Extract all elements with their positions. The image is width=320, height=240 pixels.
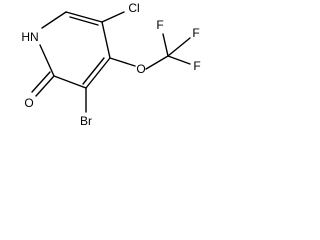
bond-c2-o-double: [31, 71, 51, 93]
bond-c5-c4: [101, 21, 111, 59]
atom-label-fluorine-top-right: F: [192, 26, 199, 40]
bond-c3-c2: [53, 75, 87, 89]
molecule-structure: HN O Br Cl O F F F: [21, 1, 200, 128]
bond-c4-c3-double: [82, 57, 105, 85]
atom-label-chlorine: Cl: [128, 1, 139, 15]
bond-c6-c5: [65, 11, 103, 23]
atom-label-ether-oxygen: O: [136, 62, 145, 76]
bond-c6-c5-double: [69, 16, 99, 26]
atom-label-fluorine-right: F: [193, 59, 200, 73]
atom-label-bromine: Br: [80, 114, 92, 128]
bond-o-cf3: [145, 55, 169, 70]
bond-cf3-f-top-left: [162, 33, 169, 57]
bond-c2-o: [35, 75, 55, 97]
bond-cf3-f-top-right: [167, 37, 191, 57]
bond-c2-n: [39, 44, 55, 77]
bond-c4-c3: [85, 57, 111, 89]
bond-c4-o-ether: [109, 57, 136, 67]
atom-label-fluorine-top-left: F: [156, 18, 163, 32]
atom-label-oxygen: O: [24, 96, 33, 110]
atom-label-nh: HN: [21, 30, 38, 44]
bond-cf3-f-right: [167, 55, 191, 65]
bond-n-c6: [41, 11, 67, 29]
bond-c5-cl: [101, 11, 125, 23]
